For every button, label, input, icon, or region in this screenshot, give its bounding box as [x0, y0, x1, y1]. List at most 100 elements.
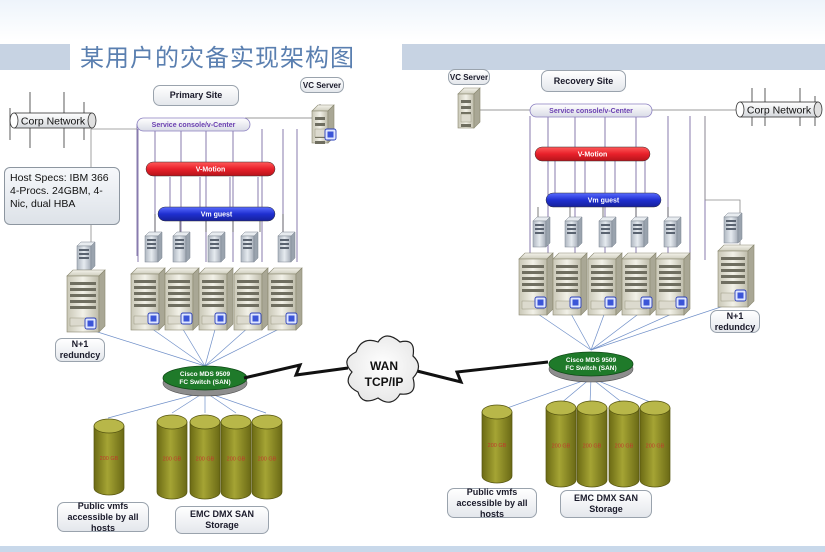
hba-chip — [737, 292, 744, 299]
vm-drive-bay — [666, 232, 675, 234]
primary-vm-guest-bus-label: Vm guest — [201, 212, 233, 219]
recovery-n1-redundancy-label: N+1 redundcy — [710, 310, 760, 333]
footer-line — [0, 546, 825, 552]
server-drive-bay — [556, 289, 578, 292]
primary-vm-icon — [277, 231, 296, 263]
recovery-host-hba-icon — [534, 296, 547, 309]
primary-esx-host-icon — [267, 267, 303, 331]
server-drive-bay — [315, 123, 325, 126]
link-line — [559, 377, 592, 405]
vm-drive-bay — [79, 249, 89, 251]
server-drive-bay — [271, 292, 293, 295]
corp-network-label: Corp Network — [747, 105, 812, 117]
vm-side — [676, 216, 682, 248]
primary-fc-switch-label-line1: Cisco MDS 9509 — [180, 371, 231, 378]
server-drive-bay — [237, 286, 259, 289]
server-side — [226, 267, 234, 331]
link-line — [590, 377, 625, 405]
vm-drive-bay — [666, 224, 675, 226]
recovery-public-disk: 200 GB — [481, 404, 513, 484]
server-drive-bay — [721, 281, 745, 284]
server-side — [580, 252, 588, 316]
server-drive-bay — [461, 112, 471, 115]
primary-fc-switch-label-line2: FC Switch (SAN) — [179, 379, 230, 386]
link-line — [569, 311, 592, 351]
pipe-right-cap — [813, 101, 823, 118]
server-drive-bay — [556, 271, 578, 274]
header-band — [0, 0, 825, 40]
vm-drive-bay — [633, 228, 642, 230]
link-line — [180, 325, 206, 367]
vm-drive-bay — [147, 239, 156, 241]
vm-drive-bay — [601, 228, 610, 230]
vm-drive-bay — [280, 239, 289, 241]
vm-drive-bay — [633, 232, 642, 234]
server-drive-bay — [591, 271, 613, 274]
primary-vm-icon — [207, 231, 226, 263]
primary-public-vmfs-label: Public vmfs accessible by all hosts — [57, 501, 149, 533]
primary-emc-disk: 200 GB — [156, 414, 188, 500]
primary-standalone-vm-icon — [76, 241, 96, 271]
server-drive-bay — [271, 298, 293, 301]
disk-body — [251, 421, 283, 500]
server-drive-bay — [168, 292, 190, 295]
disk-top — [93, 418, 125, 434]
server-drive-bay — [625, 289, 647, 292]
link-line — [107, 391, 206, 419]
hba-chip — [87, 320, 94, 327]
primary-n1-hba-icon — [84, 317, 97, 330]
link-line — [84, 327, 206, 367]
server-drive-bay — [237, 292, 259, 295]
server-drive-bay — [271, 304, 293, 307]
disk-top — [639, 400, 671, 416]
recovery-emc-storage-label: EMC DMX SAN Storage — [560, 490, 652, 518]
primary-vmotion-bus — [145, 161, 276, 177]
vm-side — [220, 231, 226, 263]
server-drive-bay — [134, 298, 156, 301]
server-drive-bay — [659, 271, 681, 274]
recovery-public-vmfs-label: Public vmfs accessible by all hosts — [447, 487, 537, 519]
primary-emc-disk: 200 GB — [189, 414, 221, 500]
disk-body — [576, 407, 608, 488]
vm-side — [545, 216, 551, 248]
vm-side — [737, 212, 743, 244]
wan-link-left — [243, 362, 349, 380]
server-side — [615, 252, 623, 316]
vm-drive-bay — [280, 247, 289, 249]
recovery-vmotion-bus — [534, 146, 651, 162]
server-drive-bay — [625, 271, 647, 274]
server-drive-bay — [461, 106, 471, 109]
server-drive-bay — [659, 265, 681, 268]
disk-capacity-label: 200 GB — [583, 444, 602, 450]
link-line — [495, 377, 592, 413]
vm-drive-bay — [535, 228, 544, 230]
primary-public-disk: 200 GB — [93, 418, 125, 496]
vm-side — [90, 241, 96, 271]
vm-drive-bay — [147, 243, 156, 245]
hba-chip — [643, 299, 650, 306]
recovery-service-console-bar-label: Service console/v-Center — [549, 108, 633, 115]
server-top — [66, 269, 106, 277]
recovery-vm-icon — [630, 216, 649, 248]
disk-top — [576, 400, 608, 416]
server-side — [192, 267, 200, 331]
primary-emc-storage-label: EMC DMX SAN Storage — [175, 506, 269, 534]
server-drive-bay — [134, 304, 156, 307]
link-line — [204, 325, 217, 367]
vm-drive-bay — [567, 224, 576, 226]
server-drive-bay — [522, 277, 544, 280]
server-drive-bay — [461, 124, 471, 127]
server-side — [261, 267, 269, 331]
server-drive-bay — [271, 286, 293, 289]
recovery-esx-host-icon — [587, 252, 623, 316]
disk-body — [545, 407, 577, 488]
primary-host-hba-icon — [147, 312, 160, 325]
primary-vm-guest-bus — [157, 206, 276, 222]
disk-top — [545, 400, 577, 416]
disk-top — [189, 414, 221, 430]
disk-capacity-label: 200 GB — [258, 457, 277, 463]
hba-chip — [537, 299, 544, 306]
recovery-vmotion-bus-label: V-Motion — [578, 152, 608, 159]
server-drive-bay — [461, 100, 471, 103]
disk-top — [220, 414, 252, 430]
